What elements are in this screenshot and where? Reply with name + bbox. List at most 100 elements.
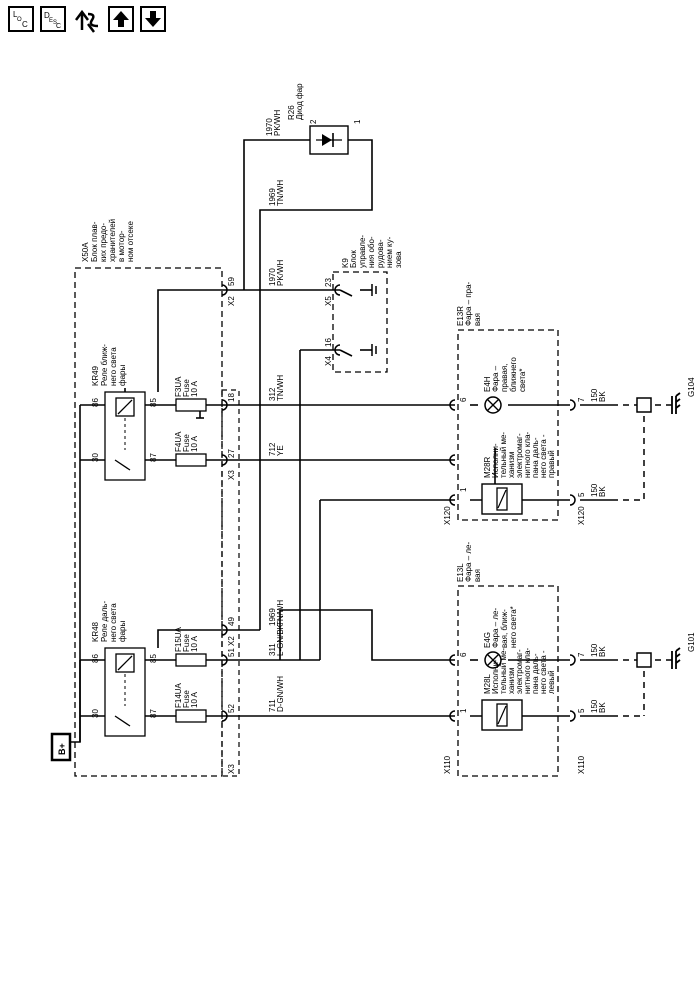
x5-23-pin: 23 <box>324 278 333 287</box>
f4ua-rating: 10 A <box>190 435 199 452</box>
fuse-block-x3-subarea <box>221 389 240 777</box>
svg-text:S: S <box>53 20 57 26</box>
wire-150-r5-color: BK <box>598 486 607 497</box>
k9-module-outline <box>332 271 388 373</box>
kr49-pin87: 87 <box>149 453 158 462</box>
wire-1969-top-num: 1969 <box>268 188 277 206</box>
page-down-button[interactable] <box>140 6 166 32</box>
fuse-f14ua <box>175 709 207 723</box>
x110-5-pin: 5 <box>577 708 586 713</box>
e13r-desc-line: Фара – пра- <box>464 281 473 326</box>
r26-pin1: 1 <box>353 119 362 124</box>
m28l-desc-line: пана даль- <box>531 653 540 694</box>
ground-g101-icon <box>671 647 681 669</box>
svg-text:C: C <box>22 20 28 29</box>
kr48-pin85: 85 <box>149 654 158 663</box>
desc-button[interactable]: D E S C <box>40 6 66 32</box>
toolbar: L O C D E S C <box>8 6 166 38</box>
e13r-id: E13R <box>456 306 465 326</box>
m28r-desc-line: него света - <box>539 434 548 478</box>
kr49-pin86: 86 <box>91 398 100 407</box>
wire-1970-mid-num: 1970 <box>268 268 277 286</box>
e4h-desc-line: Фара – <box>491 365 500 392</box>
e4g-desc-line: него света* <box>509 606 518 648</box>
kr49-pin30: 30 <box>91 453 100 462</box>
connector-info-button[interactable] <box>72 6 102 34</box>
wire-150-r7-color: BK <box>598 391 607 402</box>
kr49-pin85: 85 <box>149 398 158 407</box>
kr48-pin87: 87 <box>149 709 158 718</box>
wire-150-l7-num: 150 <box>590 643 599 657</box>
e13r-desc-line: вая <box>473 313 482 326</box>
x120-5-conn: X120 <box>577 506 586 525</box>
e13l-id: E13L <box>456 563 465 582</box>
bulb-e4g-icon <box>484 651 502 669</box>
wire-1969-low-num: 1969 <box>268 608 277 626</box>
e4h-desc-line: ближнего <box>509 357 518 392</box>
svg-text:L: L <box>13 10 18 19</box>
e4g-desc-line: Фара – ле- <box>491 608 500 648</box>
kr48-desc-line: фары <box>118 621 127 642</box>
svg-text:O: O <box>17 17 22 23</box>
m28l-desc-line: него света - <box>539 650 548 694</box>
x110-1-conn: X110 <box>443 755 452 774</box>
kr49-desc-line: Реле ближ- <box>100 344 109 386</box>
e4g-desc-line: вая, ближ- <box>500 609 509 648</box>
fuse-block-outline <box>74 267 223 777</box>
wire-1970-top-num: 1970 <box>265 118 274 136</box>
svg-text:E: E <box>49 18 53 24</box>
kr49-coil <box>115 397 135 417</box>
k9-desc-line: рудова- <box>376 239 385 268</box>
connector-arrows-icon <box>75 9 99 33</box>
m28r-desc-line: электромаг- <box>515 433 524 478</box>
m28r-id: M28R <box>483 456 492 478</box>
e4h-id: E4H <box>483 376 492 392</box>
x3-27-conn: X3 <box>227 470 236 480</box>
loc-button[interactable]: L O C <box>8 6 34 32</box>
fuse-block-id: X50A <box>81 242 90 262</box>
fuse-block-desc-line: Блок плав- <box>90 221 99 262</box>
kr49-desc-line: фары <box>118 365 127 386</box>
e13l-desc-line: Фара – ле- <box>464 542 473 582</box>
m28l-desc-line: Исполни- <box>491 659 500 694</box>
fuse-f3ua <box>175 398 207 412</box>
wire-311-color: L-GN/BK <box>276 623 285 656</box>
g101-splice <box>636 652 652 668</box>
kr48-id: KR48 <box>91 621 100 642</box>
arrow-down-icon <box>145 11 161 27</box>
x110-6-pin: 6 <box>459 652 468 657</box>
x120-5-pin: 5 <box>577 492 586 497</box>
wire-312-color: TN/WH <box>276 375 285 401</box>
page-up-button[interactable] <box>108 6 134 32</box>
x4-16-conn: X4 <box>324 356 333 366</box>
fuse-block-desc-line: хранителей <box>108 219 117 262</box>
f15ua-type: Fuse <box>182 634 191 652</box>
x120-6-pin: 6 <box>459 397 468 402</box>
ground-g101-label: G101 <box>687 632 696 652</box>
x3-51-pin: 51 <box>227 648 236 657</box>
k9-id: K9 <box>341 258 350 268</box>
x110-7-pin: 7 <box>577 652 586 657</box>
wire-711-num: 711 <box>268 699 277 712</box>
wire-712-color: YE <box>276 445 285 456</box>
x3-27-pin: 27 <box>227 449 236 458</box>
svg-text:D: D <box>44 11 50 20</box>
f3ua-rating: 10 A <box>190 380 199 397</box>
kr48-pin30: 30 <box>91 709 100 718</box>
wire-150-l7-color: BK <box>598 646 607 657</box>
battery-box <box>50 732 72 762</box>
m28l-desc-line: тельный ме- <box>499 648 508 694</box>
desc-icon: D E S C <box>44 11 61 30</box>
f14ua-rating: 10 A <box>190 691 199 708</box>
k9-desc-line: зова <box>394 251 403 268</box>
x3-52-conn: X3 <box>227 764 236 774</box>
k9-desc-line: управле- <box>358 235 367 268</box>
x4-16-pin: 16 <box>324 338 333 347</box>
e4g-id: E4G <box>483 632 492 648</box>
e13l-headlamp-outline <box>457 585 559 777</box>
m28r-desc-line: правый <box>547 450 556 478</box>
k9-desc-line: нием ку- <box>385 236 394 268</box>
fuse-f15ua <box>175 653 207 667</box>
e4h-desc-line: правая, <box>500 364 509 392</box>
kr48-desc-line: него света <box>109 603 118 642</box>
